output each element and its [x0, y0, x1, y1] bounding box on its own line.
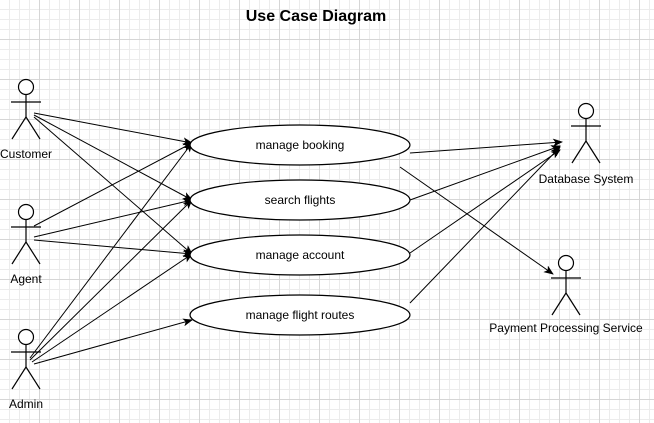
actor-right-leg [565, 292, 581, 316]
use-case-label: search flights [265, 193, 336, 207]
actor-label: Database System [539, 172, 634, 186]
actor-label: Customer [0, 147, 52, 161]
association-customer-to-search_flights[interactable] [33, 114, 193, 201]
actor-admin[interactable]: Admin [9, 328, 43, 412]
association-manage_routes-to-database[interactable] [409, 146, 561, 304]
use-case-label: manage booking [256, 138, 345, 152]
actor-customer[interactable]: Customer [0, 78, 52, 162]
actor-head-icon [17, 203, 35, 221]
actor-agent[interactable]: Agent [10, 203, 42, 287]
actor-label: Payment Processing Service [489, 321, 643, 335]
actor-head-icon [17, 78, 35, 96]
association-agent-to-manage_account[interactable] [33, 239, 193, 258]
association-admin-to-manage_routes[interactable] [33, 318, 193, 365]
association-agent-to-manage_booking[interactable] [33, 142, 193, 227]
association-admin-to-search_flights[interactable] [29, 199, 193, 361]
association-admin-to-manage_account[interactable] [31, 253, 193, 363]
actor-label: Agent [10, 272, 42, 286]
actor-database[interactable]: Database System [539, 102, 634, 187]
association-manage_booking-to-database[interactable] [409, 138, 563, 154]
use-case-ellipse[interactable] [189, 179, 411, 221]
nodes-layer: manage booking search flights manage accou… [0, 78, 643, 412]
use-case-manage-routes[interactable]: manage flight routes [189, 294, 411, 336]
association-agent-to-search_flights[interactable] [33, 198, 193, 238]
actor-left-leg [11, 366, 27, 390]
diagram-title: Use Case Diagram [246, 8, 387, 25]
use-case-label: manage flight routes [246, 308, 355, 322]
association-search_flights-to-database[interactable] [409, 145, 561, 201]
association-customer-to-manage_account[interactable] [33, 116, 193, 255]
actor-left-leg [11, 241, 27, 265]
actor-right-leg [585, 140, 601, 164]
actor-right-leg [25, 366, 41, 390]
actor-payment[interactable]: Payment Processing Service [489, 254, 643, 336]
actor-head-icon [557, 254, 575, 272]
actor-left-leg [571, 140, 587, 164]
use-case-search-flights[interactable]: search flights [189, 179, 411, 221]
actor-label: Admin [9, 397, 43, 411]
association-admin-to-manage_booking[interactable] [29, 142, 193, 359]
association-manage_booking-to-payment[interactable] [399, 166, 554, 275]
association-manage_account-to-database[interactable] [409, 149, 561, 254]
use-case-manage-account[interactable]: manage account [189, 234, 411, 276]
actor-head-icon [17, 328, 35, 346]
actor-left-leg [551, 292, 567, 316]
actor-right-leg [25, 241, 41, 265]
actor-left-leg [11, 116, 27, 140]
actor-right-leg [25, 116, 41, 140]
actor-head-icon [577, 102, 595, 120]
use-case-manage-booking[interactable]: manage booking [189, 124, 411, 166]
associations-layer [29, 112, 563, 365]
use-case-label: manage account [256, 248, 345, 262]
use-case-ellipse[interactable] [189, 234, 411, 276]
association-customer-to-manage_booking[interactable] [33, 112, 193, 146]
use-case-ellipse[interactable] [189, 294, 411, 336]
use-case-ellipse[interactable] [189, 124, 411, 166]
